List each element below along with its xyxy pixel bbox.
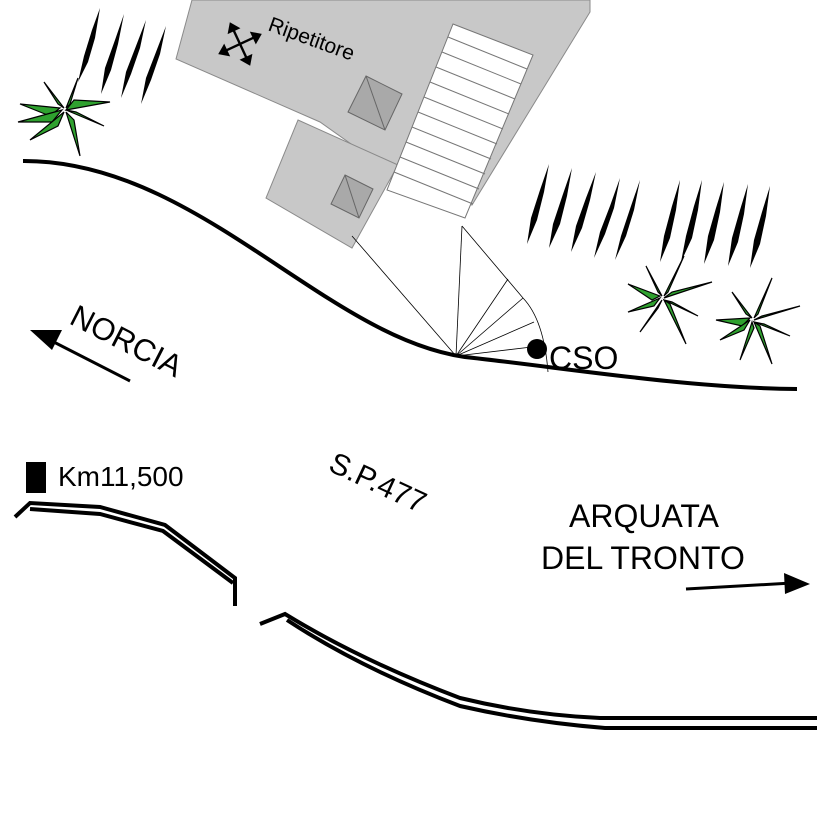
building-complex — [175, 0, 591, 249]
tree-icon — [121, 20, 146, 98]
four-way-arrow-icon — [218, 22, 262, 66]
tree-icon — [728, 184, 748, 266]
shrub-icon — [627, 255, 713, 345]
tree-icon — [141, 26, 166, 104]
direction-arrow-icon — [685, 573, 810, 594]
tree-row-right — [527, 164, 770, 268]
tree-icon — [660, 180, 680, 262]
tree-icon — [571, 172, 596, 252]
km-marker-icon — [26, 462, 46, 493]
road-name-label: S.P.477 — [324, 446, 431, 519]
tree-icon — [101, 14, 124, 94]
direction-arrow-icon — [30, 330, 131, 383]
km-label: Km11,500 — [58, 461, 184, 492]
arquata-label-line1: ARQUATA — [569, 498, 720, 534]
tree-icon — [78, 8, 100, 82]
stair-steps — [393, 36, 528, 205]
access-path — [351, 225, 549, 373]
tree-icon — [615, 180, 640, 260]
vent-upper — [347, 75, 403, 131]
norcia-label: NORCIA — [65, 298, 189, 384]
tree-icon — [681, 180, 702, 262]
cso-label: CSO — [549, 340, 618, 376]
tree-icon — [594, 178, 620, 258]
vent-lower — [330, 174, 374, 219]
tree-row-top — [78, 8, 166, 104]
tree-icon — [527, 164, 549, 244]
tree-icon — [704, 182, 724, 264]
shrub-icon — [715, 277, 801, 365]
shrub-icon — [17, 77, 111, 157]
road-lower-edge — [13, 500, 817, 730]
cso-point-icon — [527, 339, 547, 359]
stairway — [386, 23, 534, 219]
arquata-label-line2: DEL TRONTO — [541, 540, 745, 576]
tree-icon — [750, 186, 770, 268]
tree-icon — [549, 168, 572, 248]
building-annex — [265, 119, 399, 249]
road-upper-edge — [22, 158, 798, 391]
